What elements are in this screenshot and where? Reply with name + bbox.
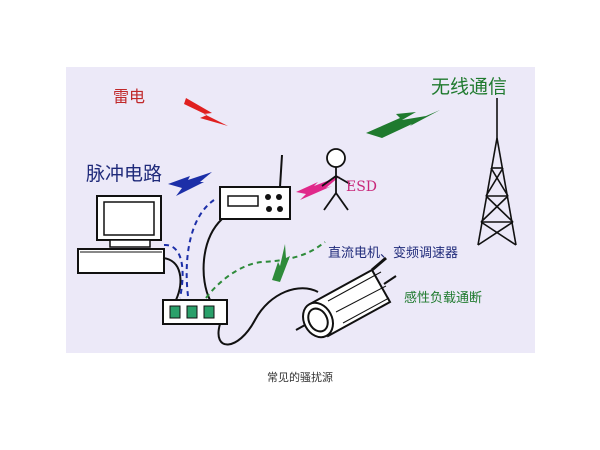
lightning-bolt-icon bbox=[184, 98, 228, 126]
dc-motor-icon bbox=[302, 256, 397, 339]
cable-instrument-switch bbox=[202, 218, 223, 301]
computer-monitor-icon bbox=[77, 195, 165, 274]
switch-box-icon bbox=[162, 299, 228, 325]
cable-switch-motor bbox=[217, 287, 319, 346]
cable-computer-switch bbox=[162, 257, 182, 301]
radio-tower-icon bbox=[477, 98, 517, 246]
label-motor: 直流电机、变频调速器 bbox=[328, 246, 459, 261]
coupling-path-blue-2 bbox=[185, 199, 215, 297]
coupling-path-green bbox=[205, 241, 326, 299]
coupling-path-blue-1 bbox=[163, 243, 184, 299]
wireless-bolt-icon bbox=[366, 110, 440, 138]
label-lightning: 雷电 bbox=[113, 87, 146, 106]
stick-figure-icon bbox=[321, 148, 351, 211]
label-esd: ESD bbox=[346, 179, 378, 195]
label-inductive-load: 感性负载通断 bbox=[404, 291, 483, 306]
diagram-panel bbox=[66, 67, 535, 353]
label-wireless: 无线通信 bbox=[431, 76, 508, 98]
label-pulse-circuit: 脉冲电路 bbox=[86, 163, 163, 185]
diagram-canvas bbox=[77, 98, 517, 346]
instrument-box-icon bbox=[219, 154, 291, 220]
figure-caption: 常见的骚扰源 bbox=[267, 371, 333, 384]
pulse-bolt-icon bbox=[168, 172, 212, 196]
motor-bolt-icon bbox=[272, 244, 290, 282]
